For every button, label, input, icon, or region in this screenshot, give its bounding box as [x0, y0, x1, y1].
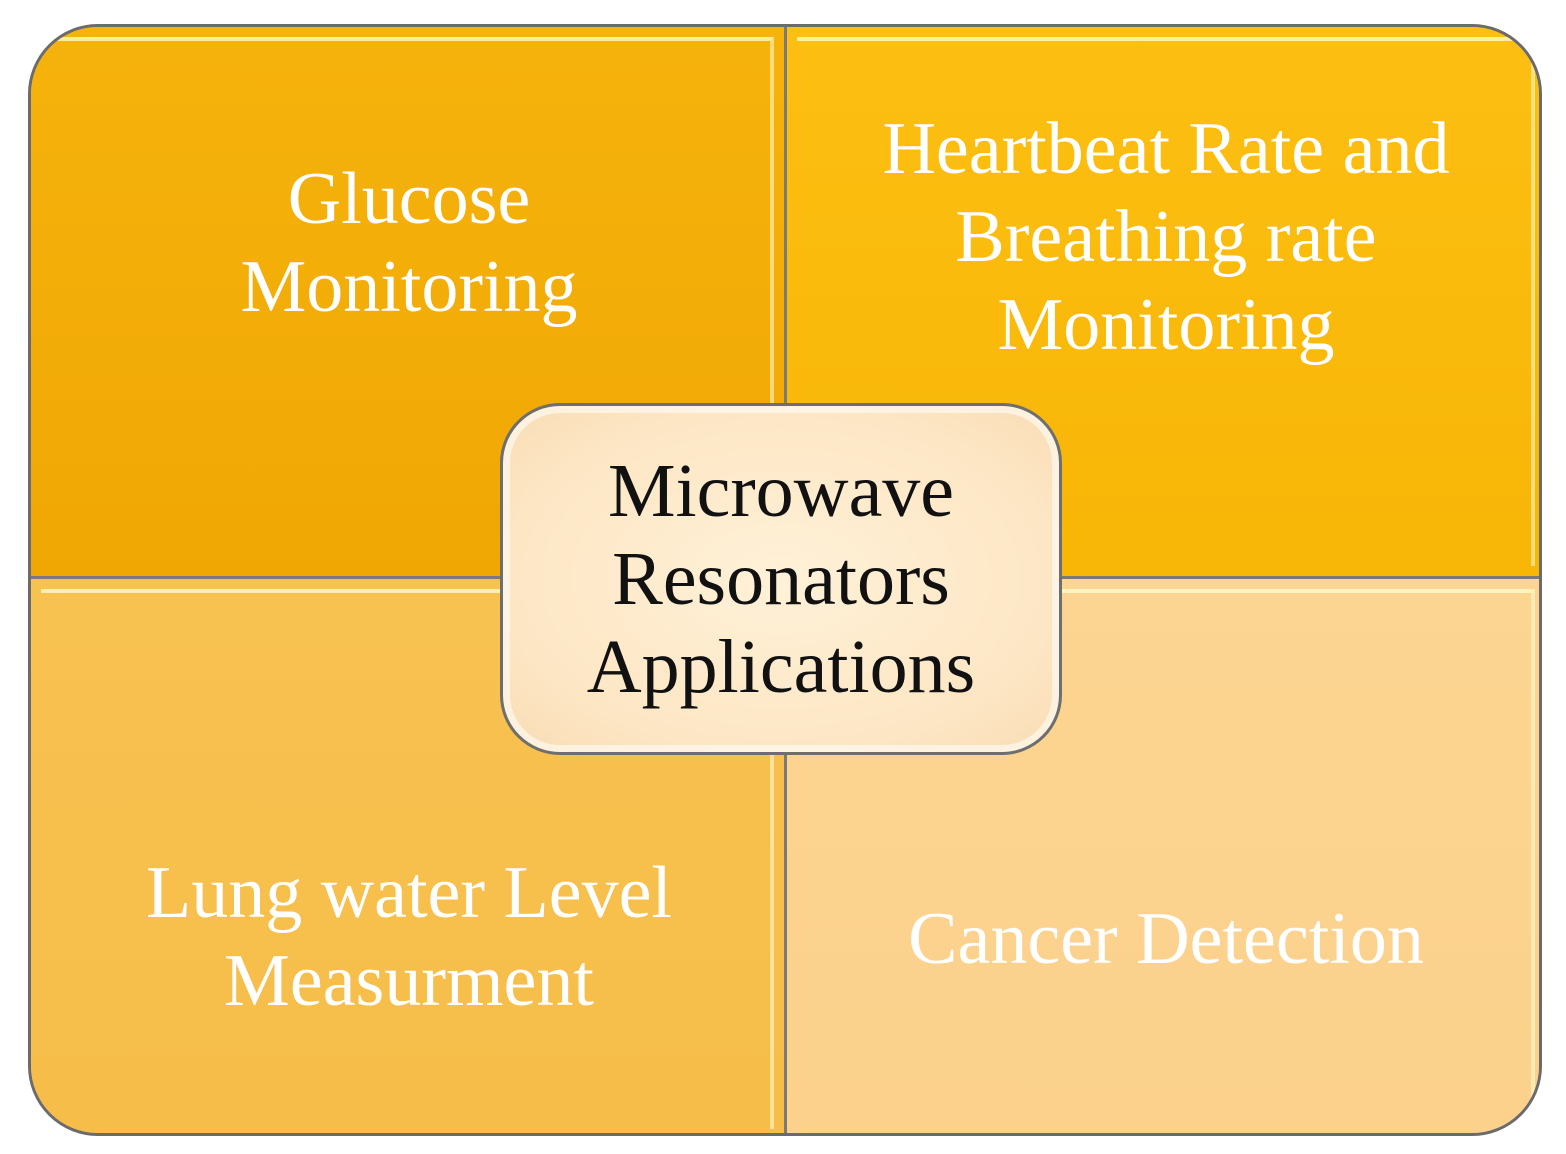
quadrant-label-line: Monitoring: [997, 284, 1335, 366]
quadrant-label-line: Measurment: [224, 940, 594, 1022]
quadrant-glucose-monitoring: Glucose Monitoring: [31, 27, 787, 579]
quadrant-label-line: Heartbeat Rate and: [882, 108, 1450, 190]
quadrant-label-line: Breathing rate: [955, 196, 1377, 278]
center-label-line: Microwave: [607, 449, 955, 533]
center-node: Microwave Resonators Applications: [500, 403, 1062, 755]
center-label-line: Applications: [586, 625, 976, 709]
quadrant-label-line: Cancer Detection: [908, 898, 1424, 980]
center-label-line: Resonators: [612, 537, 950, 621]
quadrant-label: Cancer Detection: [787, 895, 1539, 983]
quadrant-label-line: Monitoring: [240, 246, 578, 328]
quadrant-label-line: Glucose: [287, 158, 531, 240]
quadrant-label: Lung water Level Measurment: [31, 849, 787, 1025]
quadrant-label: Glucose Monitoring: [31, 155, 787, 331]
quadrant-label: Heartbeat Rate and Breathing rate Monito…: [787, 105, 1539, 369]
quadrant-label-line: Lung water Level: [146, 852, 672, 934]
